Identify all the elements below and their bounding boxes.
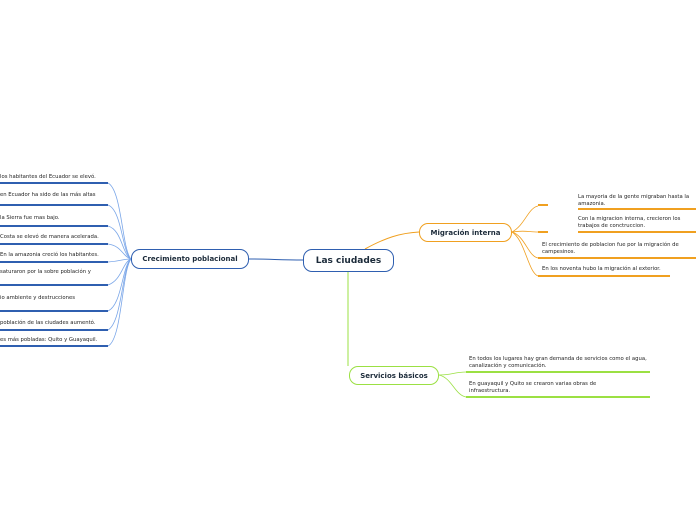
subtopic-crecimiento-1[interactable]: los habitantes del Ecuador se elevó. — [0, 174, 96, 180]
subtopic-underline — [0, 261, 108, 263]
topic-label: Migración interna — [430, 228, 501, 237]
subtopic-migracion-1[interactable]: La mayoria de la gente migraban hasta la… — [578, 194, 690, 207]
subtopic-crecimiento-7[interactable]: io ambiente y destrucciones — [0, 295, 75, 301]
subtopic-migracion-3[interactable]: El crecimiento de poblacion fue por la m… — [542, 242, 679, 255]
topic-migracion-interna[interactable]: Migración interna — [419, 223, 512, 242]
subtopic-underline — [578, 231, 696, 233]
subtopic-underline — [0, 329, 108, 331]
subtopic-underline — [538, 204, 548, 206]
subtopic-underline — [0, 345, 108, 347]
subtopic-underline — [0, 284, 108, 286]
subtopic-crecimiento-5[interactable]: En la amazonia creció los habitantes. — [0, 252, 99, 258]
subtopic-underline — [538, 231, 548, 233]
topic-label: Servicios básicos — [360, 371, 428, 380]
topic-servicios-basicos[interactable]: Servicios básicos — [349, 366, 439, 385]
subtopic-crecimiento-9[interactable]: es más pobladas: Quito y Guayaquil. — [0, 337, 98, 343]
subtopic-crecimiento-3[interactable]: la Sierra fue mas bajo. — [0, 215, 60, 221]
subtopic-crecimiento-8[interactable]: población de las ciudades aumentó. — [0, 320, 96, 326]
subtopic-underline — [0, 182, 108, 184]
central-topic[interactable]: Las ciudades — [303, 249, 394, 272]
subtopic-underline — [0, 243, 108, 245]
subtopic-crecimiento-2[interactable]: en Ecuador ha sido de las más altas — [0, 192, 96, 198]
subtopic-migracion-2[interactable]: Con la migracion interna, crecieron los … — [578, 216, 681, 229]
subtopic-migracion-4[interactable]: En los noventa hubo la migración al exte… — [542, 266, 661, 272]
subtopic-crecimiento-6[interactable]: saturaron por la sobre población y — [0, 269, 91, 275]
topic-crecimiento-poblacional[interactable]: Crecimiento poblacional — [131, 249, 249, 269]
subtopic-underline — [538, 257, 696, 259]
subtopic-underline — [0, 310, 108, 312]
subtopic-servicios-1[interactable]: En todos los lugares hay gran demanda de… — [469, 356, 647, 369]
subtopic-underline — [466, 396, 650, 398]
subtopic-underline — [0, 204, 108, 206]
subtopic-underline — [466, 371, 650, 373]
subtopic-underline — [578, 208, 696, 210]
central-topic-label: Las ciudades — [315, 255, 382, 266]
topic-label: Crecimiento poblacional — [142, 255, 238, 263]
subtopic-crecimiento-4[interactable]: Costa se elevó de manera acelerada. — [0, 234, 99, 240]
subtopic-underline — [538, 275, 670, 277]
subtopic-servicios-2[interactable]: En guayaquil y Quito se crearon varias o… — [469, 381, 597, 394]
subtopic-underline — [0, 225, 108, 227]
